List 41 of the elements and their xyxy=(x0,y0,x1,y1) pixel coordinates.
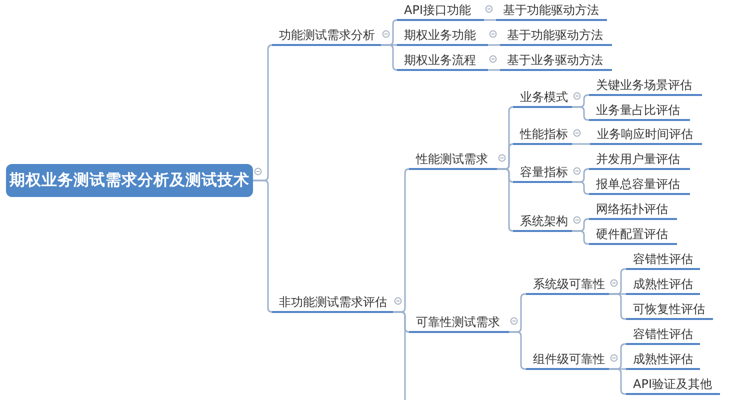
connector-line xyxy=(497,168,514,232)
topic-label: 业务量占比评估 xyxy=(589,101,690,121)
topic-label: 性能测试需求 xyxy=(409,150,497,170)
topic-label: 业务响应时间评估 xyxy=(590,125,702,145)
connector-line xyxy=(572,181,590,195)
connector-line xyxy=(253,180,273,313)
connector-line xyxy=(484,19,496,21)
topic-label: 期权业务流程 xyxy=(397,51,488,71)
topic-label: 容量指标 xyxy=(513,163,572,183)
topic-label: 期权业务功能 xyxy=(397,26,488,46)
topic-label: 关键业务场景评估 xyxy=(589,76,702,96)
topic-label: 网络拓扑评估 xyxy=(589,200,677,220)
topic-label: 非功能测试需求评估 xyxy=(272,293,393,313)
topic-label: 成熟性评估 xyxy=(626,350,700,370)
connector-line xyxy=(381,44,398,71)
topic-label: 容错性评估 xyxy=(626,250,700,270)
connector-line xyxy=(572,143,590,145)
connector-line xyxy=(488,69,500,71)
topic-label: 基于功能驱动方法 xyxy=(496,1,607,21)
topic-label: 硬件配置评估 xyxy=(589,225,677,245)
topic-label: 功能测试需求分析 xyxy=(272,26,381,46)
topic-label: 并发用户量评估 xyxy=(589,150,690,170)
topic-label: 报单总容量评估 xyxy=(589,175,690,195)
topic-label: API验证及其他 xyxy=(626,375,720,395)
topic-label: 组件级可靠性 xyxy=(526,350,609,370)
topic-label: 可靠性测试需求 xyxy=(409,313,509,333)
topic-label: 业务模式 xyxy=(513,88,572,108)
topic-label: API接口功能 xyxy=(397,1,484,21)
connector-line xyxy=(572,106,589,121)
topic-label: 容错性评估 xyxy=(626,325,700,345)
topic-label: 基于功能驱动方法 xyxy=(500,26,612,46)
connector-line xyxy=(488,44,500,46)
topic-label: 可恢复性评估 xyxy=(626,300,713,320)
connector-line xyxy=(572,230,589,245)
topic-label: 性能指标 xyxy=(513,125,572,145)
connector-line xyxy=(393,311,406,400)
topic-label: 成熟性评估 xyxy=(626,275,700,295)
topic-label: 基于业务驱动方法 xyxy=(500,51,612,71)
topic-label: 系统级可靠性 xyxy=(526,275,609,295)
central-topic-box: 期权业务测试需求分析及测试技术 xyxy=(6,164,253,197)
topic-label: 系统架构 xyxy=(513,212,572,232)
